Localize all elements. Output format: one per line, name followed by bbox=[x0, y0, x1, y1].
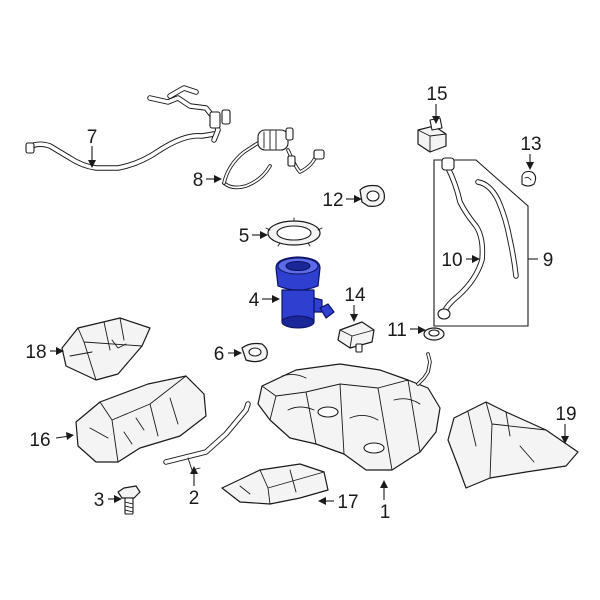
part-12-clip[interactable] bbox=[359, 184, 385, 207]
part-16-heat-shield[interactable] bbox=[75, 375, 207, 463]
callout-15: 15 bbox=[426, 84, 447, 105]
part-3-bolt[interactable] bbox=[117, 485, 141, 515]
callout-16: 16 bbox=[29, 430, 50, 451]
part-10-filler-pipe[interactable] bbox=[437, 157, 519, 320]
callout-6: 6 bbox=[214, 344, 225, 365]
callout-1: 1 bbox=[380, 502, 391, 523]
callout-11: 11 bbox=[387, 320, 407, 341]
callout-17: 17 bbox=[337, 492, 358, 513]
part-15-filler-cap[interactable] bbox=[417, 117, 447, 153]
callout-13: 13 bbox=[520, 134, 541, 155]
part-9-filler-pipe-assembly[interactable] bbox=[433, 159, 529, 327]
part-7-fuel-line[interactable] bbox=[25, 85, 231, 171]
leader-lines bbox=[50, 104, 569, 505]
part-4-fuel-pump-module[interactable] bbox=[275, 256, 335, 329]
callout-14: 14 bbox=[344, 285, 366, 306]
callout-19: 19 bbox=[555, 404, 576, 425]
part-1-fuel-tank[interactable] bbox=[257, 352, 441, 471]
callout-9: 9 bbox=[543, 250, 554, 271]
callout-10: 10 bbox=[441, 250, 462, 271]
callout-18: 18 bbox=[25, 342, 46, 363]
part-8-harness[interactable] bbox=[222, 127, 325, 190]
part-19-heat-shield[interactable] bbox=[447, 401, 579, 489]
part-6-clip[interactable] bbox=[241, 342, 268, 363]
part-14-sender-unit[interactable] bbox=[337, 321, 375, 353]
part-5-lock-ring[interactable] bbox=[265, 217, 323, 247]
part-11-grommet[interactable] bbox=[423, 327, 445, 341]
callout-8: 8 bbox=[193, 170, 204, 191]
callout-2: 2 bbox=[189, 488, 200, 509]
callout-3: 3 bbox=[94, 490, 105, 511]
callout-7: 7 bbox=[87, 127, 98, 148]
callout-5: 5 bbox=[239, 226, 250, 247]
callout-4: 4 bbox=[249, 290, 260, 311]
part-18-heat-shield[interactable] bbox=[61, 317, 151, 381]
part-13-clamp[interactable] bbox=[521, 170, 537, 187]
callout-labels: 7 8 12 5 4 14 15 13 9 10 11 6 18 16 19 3… bbox=[25, 84, 576, 523]
part-17-heat-shield[interactable] bbox=[221, 463, 329, 505]
callout-12: 12 bbox=[322, 190, 343, 211]
